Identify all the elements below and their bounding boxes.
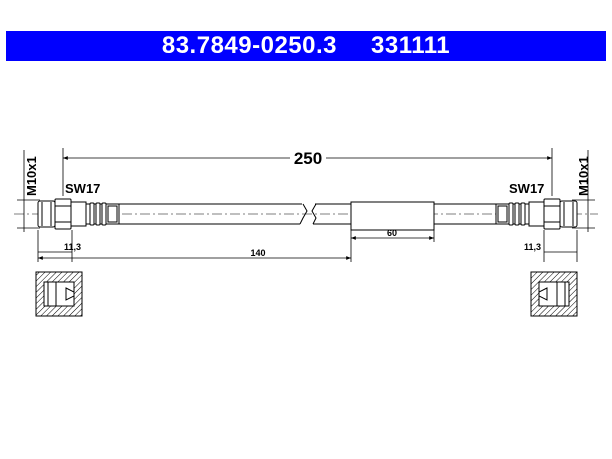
part-number: 83.7849-0250.3: [161, 32, 338, 59]
thread-dimension-left: M10x1: [17, 150, 40, 232]
fitting-length-label-left: 11,3: [64, 242, 81, 252]
thread-label-left: M10x1: [24, 156, 39, 196]
thread-label-right: M10x1: [576, 156, 591, 196]
sleeve-position-dimension: 140: [37, 230, 351, 262]
left-section-view: [35, 271, 83, 317]
sleeve-position-label: 140: [250, 248, 265, 258]
hose-body: [119, 203, 496, 225]
sleeve-length-label: 60: [387, 228, 397, 238]
thread-dimension-right: M10x1: [572, 150, 595, 232]
right-end-fitting: [495, 198, 578, 230]
part-number-banner: 83.7849-0250.3 331111: [6, 31, 606, 61]
fitting-length-dimension-left: 11,3: [38, 230, 81, 262]
wrench-label-right: SW17: [509, 181, 544, 196]
fitting-length-dimension-right: 11,3: [524, 230, 578, 262]
wrench-label-left: SW17: [65, 181, 100, 196]
left-end-fitting: [37, 198, 120, 230]
right-section-view: [530, 271, 578, 317]
overall-length-dimension: 250: [62, 148, 553, 196]
overall-length-label: 250: [294, 149, 322, 168]
sleeve-length-dimension: 60: [350, 228, 435, 262]
reference-number: 331111: [371, 32, 451, 59]
fitting-length-label-right: 11,3: [524, 242, 541, 252]
protective-sleeve: [350, 201, 435, 231]
